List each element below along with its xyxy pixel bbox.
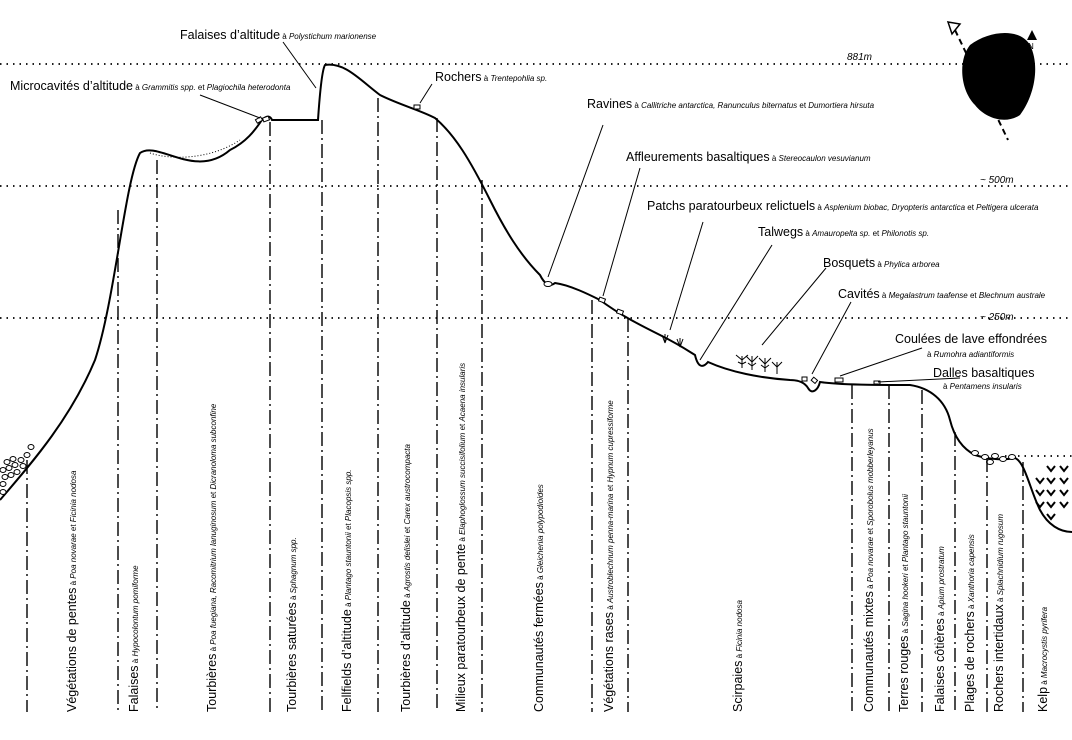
label-cavites: Cavités à Megalastrum taafense et Blechn… bbox=[838, 287, 1046, 301]
top-labels: Falaises d’altitude à Polystichum marion… bbox=[10, 28, 1047, 391]
label-talwegs: Talwegs à Amauropelta sp. et Philonotis … bbox=[758, 225, 929, 239]
zone-label-communautes-mixtes: Communautés mixtes à Poa novarae et Spor… bbox=[862, 428, 876, 712]
zone-label-rochers-intertidaux: Rochers intertidaux à Splachnidium rugos… bbox=[992, 514, 1006, 712]
zone-label-milieux-paratourbeux: Milieux paratourbeux de pente à Elaphogl… bbox=[454, 363, 468, 712]
north-arrow-icon bbox=[1027, 30, 1037, 40]
zone-label-communautes-fermees: Communautés fermées à Gleichenia polypod… bbox=[532, 484, 546, 712]
rock-pile-shore bbox=[971, 450, 1016, 465]
north-label: N bbox=[1028, 42, 1034, 51]
grass-tufts bbox=[661, 334, 684, 348]
zone-labels: Végétations de pentes à Poa novarae et F… bbox=[65, 363, 1050, 712]
island-locator: N bbox=[946, 21, 1037, 141]
terrain-profile bbox=[0, 63, 1072, 533]
zone-label-tourbieres-altitude: Tourbières d’altitude à Agrostis delisle… bbox=[399, 443, 413, 712]
altitude-lines bbox=[0, 63, 1072, 457]
pointer-lines bbox=[199, 41, 961, 383]
peat-surface-dotted bbox=[149, 139, 241, 158]
zone-label-falaises: Falaises à Hypocolontum pomiforme bbox=[127, 565, 141, 712]
zone-label-fellfields: Fellfields d’altitude à Plantago staunto… bbox=[340, 469, 354, 712]
zone-label-falaises-cotieres: Falaises côtières à Apium prostratum bbox=[933, 546, 947, 712]
kelp-icons bbox=[1035, 465, 1069, 521]
zone-label-vegetations-rases: Végétations rases à Austroblechnum penna… bbox=[602, 400, 616, 712]
transect-start-icon bbox=[946, 21, 962, 36]
zone-label-kelp: Kelp à Macrocystis pyrifera bbox=[1036, 606, 1050, 712]
label-affleurements: Affleurements basaltiques à Stereocaulon… bbox=[626, 150, 871, 164]
zone-label-tourbieres: Tourbières à Poa fuegiana, Racomitrium l… bbox=[205, 403, 219, 712]
zone-label-plages-rochers: Plages de rochers à Xanthoria capensis bbox=[963, 534, 977, 712]
island-shape bbox=[962, 32, 1036, 120]
altitude-label-500: ~ 500m bbox=[980, 175, 1014, 186]
shrub-icons bbox=[735, 354, 783, 374]
rock-pile-left bbox=[0, 444, 35, 495]
label-falaises-altitude: Falaises d’altitude à Polystichum marion… bbox=[180, 28, 377, 42]
zone-label-tourbieres-saturees: Tourbières saturées à Sphagnum spp. bbox=[285, 537, 299, 712]
altitude-label-250: ~ 250m bbox=[980, 312, 1014, 323]
label-rochers: Rochers à Trentepohlia sp. bbox=[435, 70, 547, 84]
altitude-label-881: 881m bbox=[847, 52, 872, 63]
label-patchs: Patchs paratourbeux relictuels à Aspleni… bbox=[647, 199, 1039, 213]
small-rocks bbox=[254, 104, 881, 385]
zone-label-terres-rouges: Terres rouges à Sagina hookeri et Planta… bbox=[897, 494, 911, 712]
zone-label-vegetations-pentes: Végétations de pentes à Poa novarae et F… bbox=[65, 470, 79, 712]
label-ravines: Ravines à Callitriche antarctica, Ranunc… bbox=[587, 97, 875, 111]
transect-line bbox=[954, 29, 1009, 141]
label-bosquets: Bosquets à Phylica arborea bbox=[823, 256, 940, 270]
zone-label-scirpaies: Scirpaies à Ficinia nodosa bbox=[731, 600, 745, 712]
label-microcavites: Microcavités d’altitude à Grammitis spp.… bbox=[10, 79, 291, 93]
zone-boundaries bbox=[26, 98, 1024, 712]
